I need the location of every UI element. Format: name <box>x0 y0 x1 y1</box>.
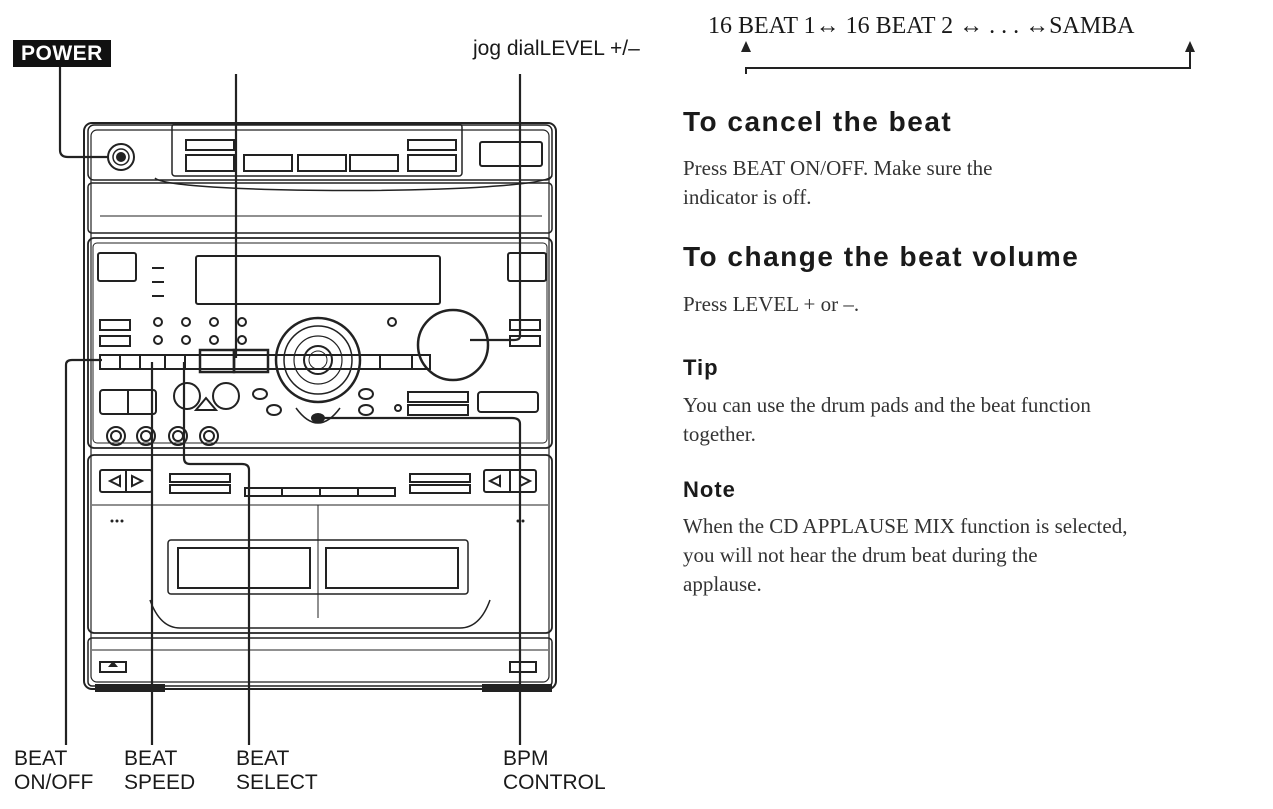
beat-volume-text: Press LEVEL + or –. <box>683 292 860 316</box>
bpm-control-label: BPM CONTROL <box>503 747 606 795</box>
beat-select-label-line1: BEAT <box>236 747 290 770</box>
beat-volume-heading: To change the beat volume <box>683 241 1080 272</box>
sequence-arrow-2: ↔ <box>959 13 984 39</box>
note-line1: When the CD APPLAUSE MIX function is sel… <box>683 514 1128 538</box>
bpm-control-callout-line <box>324 416 522 745</box>
tip-heading: Tip <box>683 355 719 380</box>
level-callout-line <box>470 74 522 342</box>
beat-select-callout-line <box>182 362 251 745</box>
stereo-body <box>83 122 557 690</box>
display-window <box>195 255 441 305</box>
note-text: When the CD APPLAUSE MIX function is sel… <box>683 512 1273 599</box>
tip-text: You can use the drum pads and the beat f… <box>683 391 1273 449</box>
cancel-beat-line2: indicator is off. <box>683 185 812 209</box>
jog-dial-level-label: jog dialLEVEL +/– <box>473 37 640 60</box>
tip-line2: together. <box>683 422 756 446</box>
sequence-loop-arrow <box>741 41 1195 74</box>
stereo-diagram: POWER jog dialLEVEL +/– BEAT ON/OFF BEAT… <box>13 37 640 795</box>
beat-sequence: 16 BEAT 1↔ 16 BEAT 2 ↔ . . . ↔SAMBA <box>708 13 1135 40</box>
note-line3: applause. <box>683 572 762 596</box>
note-heading: Note <box>683 477 736 502</box>
beat-speed-label: BEAT SPEED <box>124 747 195 795</box>
sequence-item-2: 16 BEAT 2 <box>845 13 954 39</box>
note-line2: you will not hear the drum beat during t… <box>683 543 1038 567</box>
bpm-control-knob <box>311 413 325 423</box>
bpm-control-label-line1: BPM <box>503 747 549 770</box>
tip-line1: You can use the drum pads and the beat f… <box>683 393 1091 417</box>
stereo-illustration <box>58 66 557 745</box>
beat-select-label: BEAT SELECT <box>236 747 318 795</box>
sequence-arrow-3: ↔ <box>1025 13 1050 39</box>
beat-select-label-line2: SELECT <box>236 771 318 794</box>
cancel-beat-text: Press BEAT ON/OFF. Make sure the indicat… <box>683 154 1273 212</box>
beat-on-off-label: BEAT ON/OFF <box>14 747 93 795</box>
sequence-item-last: SAMBA <box>1049 13 1135 39</box>
bpm-control-label-line2: CONTROL <box>503 771 606 794</box>
cancel-beat-line1: Press BEAT ON/OFF. Make sure the <box>683 156 993 180</box>
cancel-beat-heading: To cancel the beat <box>683 106 953 137</box>
callout-lines <box>58 66 522 745</box>
jog-dial <box>274 316 362 404</box>
power-label: POWER <box>13 40 111 67</box>
sequence-arrow-1: ↔ <box>815 13 840 39</box>
beat-speed-label-line1: BEAT <box>124 747 178 770</box>
power-callout-line <box>58 66 108 159</box>
volume-knob <box>416 308 490 382</box>
beat-speed-label-line2: SPEED <box>124 771 196 794</box>
beat-on-off-label-line2: ON/OFF <box>14 771 94 794</box>
sequence-item-1: 16 BEAT 1 <box>708 13 816 39</box>
beat-on-off-callout-line <box>64 358 102 745</box>
beat-on-off-label-line1: BEAT <box>14 747 68 770</box>
sequence-ellipsis: . . . <box>989 13 1020 39</box>
